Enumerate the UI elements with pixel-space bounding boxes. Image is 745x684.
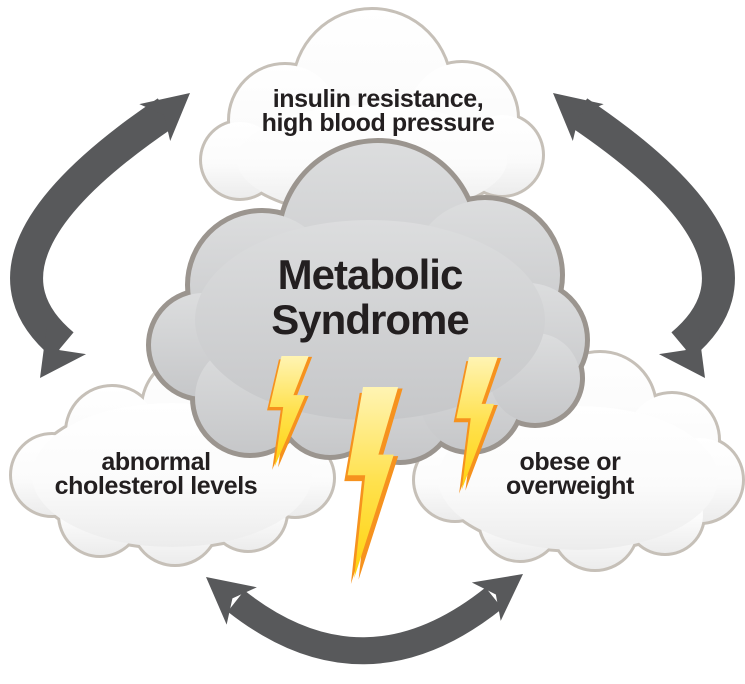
bottom-left-cloud-label-line1: abnormal: [101, 448, 210, 476]
bottom-right-cloud-label-line1: obese or: [520, 448, 622, 476]
cycle-arrow-bottom: [190, 554, 538, 665]
top-cloud-label-line1: insulin resistance,: [273, 85, 484, 113]
bottom-right-cloud-label-line2: overweight: [506, 472, 635, 500]
cycle-arrow-bottom-body: [227, 587, 503, 665]
top-cloud-label-line2: high blood pressure: [262, 109, 495, 137]
center-cloud-title-line1: Metabolic: [278, 251, 463, 298]
cycle-arrow-left: [10, 74, 206, 392]
cycle-arrow-right: [537, 74, 735, 392]
cycle-arrow-left-body: [10, 98, 177, 358]
bottom-left-cloud-label-line2: cholesterol levels: [55, 472, 258, 500]
center-cloud-title-line2: Syndrome: [271, 296, 468, 343]
cycle-arrow-right-body: [568, 98, 735, 358]
